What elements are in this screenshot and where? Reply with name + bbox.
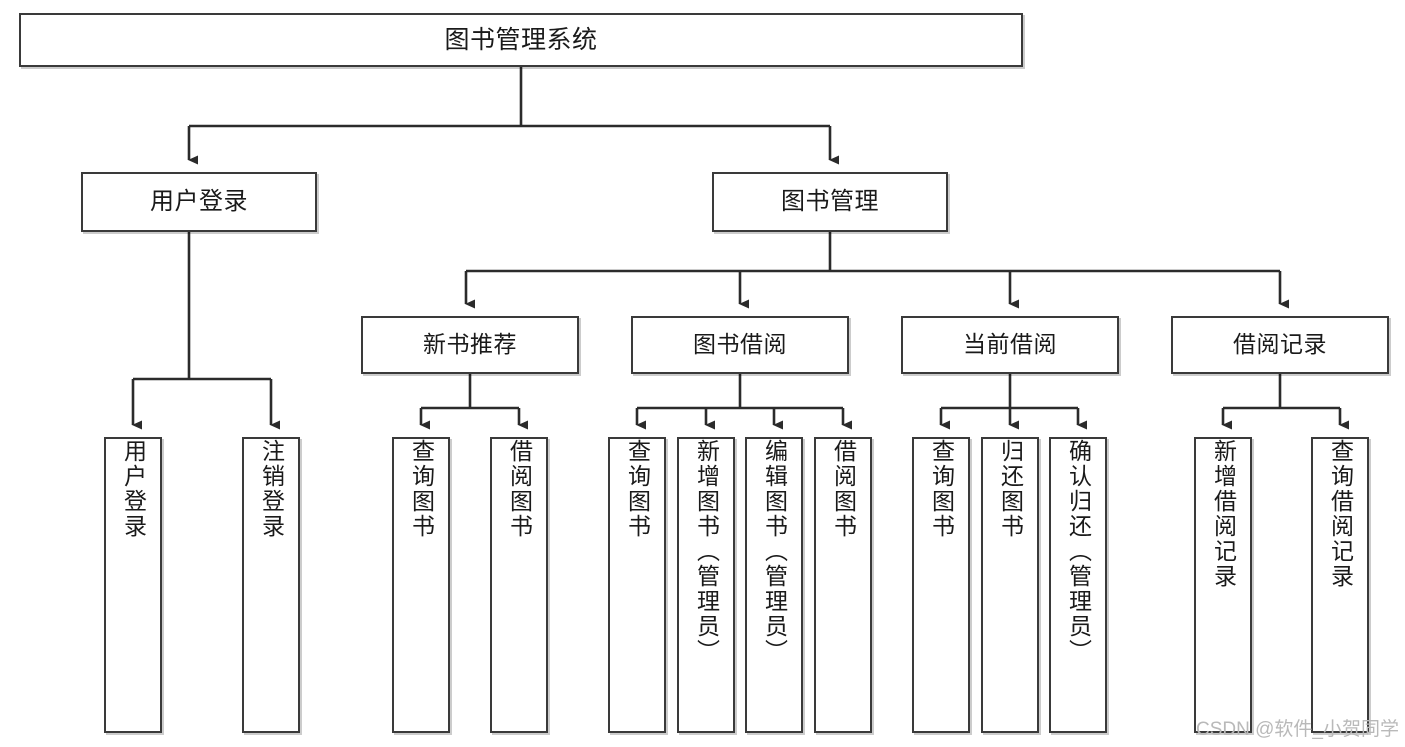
leaf-query-borrow-record-label: 查询借阅记录 <box>1327 439 1354 589</box>
leaf-query-book-borrow-label: 查询图书 <box>624 439 651 539</box>
leaf-borrow-book-newbooks-label: 借阅图书 <box>506 439 533 539</box>
node-new-book-recommend[interactable]: 新书推荐 <box>361 316 579 374</box>
leaf-return-book-label: 归还图书 <box>997 439 1024 539</box>
node-current-borrow-label: 当前借阅 <box>963 331 1057 358</box>
leaf-borrow-book-label: 借阅图书 <box>830 439 857 539</box>
node-book-management-label: 图书管理 <box>781 187 879 215</box>
leaf-confirm-return-admin-label: 确认归还（管理员） <box>1065 439 1092 664</box>
node-user-login[interactable]: 用户登录 <box>81 172 317 232</box>
leaf-logout[interactable]: 注销登录 <box>242 437 300 733</box>
node-current-borrow[interactable]: 当前借阅 <box>901 316 1119 374</box>
leaf-return-book[interactable]: 归还图书 <box>981 437 1039 733</box>
leaf-user-login-label: 用户登录 <box>120 439 147 539</box>
leaf-edit-book-admin[interactable]: 编辑图书（管理员） <box>745 437 803 733</box>
leaf-query-book-newbooks-label: 查询图书 <box>408 439 435 539</box>
leaf-borrow-book-newbooks[interactable]: 借阅图书 <box>490 437 548 733</box>
node-book-management[interactable]: 图书管理 <box>712 172 948 232</box>
leaf-logout-label: 注销登录 <box>258 439 285 539</box>
leaf-add-borrow-record-label: 新增借阅记录 <box>1210 439 1237 589</box>
leaf-borrow-book[interactable]: 借阅图书 <box>814 437 872 733</box>
leaf-query-book-current[interactable]: 查询图书 <box>912 437 970 733</box>
node-book-borrow[interactable]: 图书借阅 <box>631 316 849 374</box>
node-root-label: 图书管理系统 <box>444 26 598 54</box>
leaf-confirm-return-admin[interactable]: 确认归还（管理员） <box>1049 437 1107 733</box>
node-borrow-records-label: 借阅记录 <box>1233 331 1327 358</box>
leaf-add-book-admin[interactable]: 新增图书（管理员） <box>677 437 735 733</box>
node-user-login-label: 用户登录 <box>150 187 248 215</box>
node-book-borrow-label: 图书借阅 <box>693 331 787 358</box>
node-root[interactable]: 图书管理系统 <box>19 13 1023 67</box>
leaf-edit-book-admin-label: 编辑图书（管理员） <box>761 439 788 664</box>
leaf-add-borrow-record[interactable]: 新增借阅记录 <box>1194 437 1252 733</box>
leaf-query-book-newbooks[interactable]: 查询图书 <box>392 437 450 733</box>
leaf-user-login[interactable]: 用户登录 <box>104 437 162 733</box>
leaf-query-book-borrow[interactable]: 查询图书 <box>608 437 666 733</box>
leaf-query-book-current-label: 查询图书 <box>928 439 955 539</box>
node-new-book-recommend-label: 新书推荐 <box>423 331 517 358</box>
leaf-query-borrow-record[interactable]: 查询借阅记录 <box>1311 437 1369 733</box>
edges <box>131 67 1349 430</box>
leaf-add-book-admin-label: 新增图书（管理员） <box>693 439 720 664</box>
node-borrow-records[interactable]: 借阅记录 <box>1171 316 1389 374</box>
